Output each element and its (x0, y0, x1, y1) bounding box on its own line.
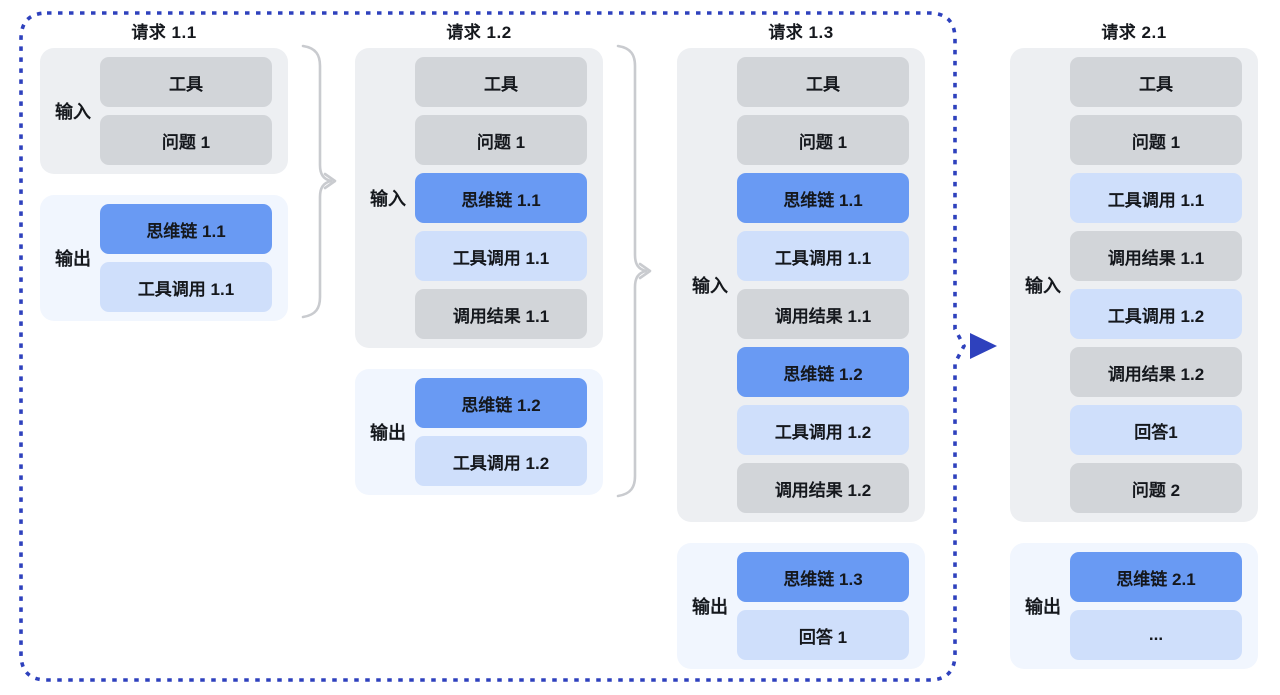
message-box: 思维链 1.3 (737, 552, 909, 602)
message-box: 回答 1 (737, 610, 909, 660)
message-box: 工具调用 1.2 (737, 405, 909, 455)
output-panel: 输出思维链 2.1... (1010, 543, 1258, 669)
message-box: 问题 1 (415, 115, 587, 165)
message-box: 问题 2 (1070, 463, 1242, 513)
message-box: 工具调用 1.1 (737, 231, 909, 281)
message-box: 工具调用 1.2 (1070, 289, 1242, 339)
next-request-arrow-icon (970, 333, 997, 359)
input-panel: 输入 工具问题 1 工具调用 1.1 调用结果 1.1 工具调用 1.2 调用结果 1.2… (1010, 48, 1258, 522)
message-box: 问题 1 (737, 115, 909, 165)
input-label: 输入 (55, 102, 91, 122)
message-box: 工具 (100, 57, 272, 107)
request-title: 请求 1.2 (446, 23, 512, 42)
input-panel: 输入工具问题 1 (40, 48, 288, 174)
message-box: 调用结果 1.1 (415, 289, 587, 339)
message-box: 问题 1 (1070, 115, 1242, 165)
input-label: 输入 (370, 189, 406, 209)
brace-arrow-1-icon (301, 44, 337, 319)
message-box: 工具调用 1.1 (100, 262, 272, 312)
message-box: 调用结果 1.1 (1070, 231, 1242, 281)
output-label: 输出 (370, 423, 406, 443)
message-box: 思维链 1.2 (415, 378, 587, 428)
message-box: 工具 (737, 57, 909, 107)
input-label: 输入 (692, 276, 728, 296)
message-box: 回答1 (1070, 405, 1242, 455)
message-box: 思维链 1.1 (100, 204, 272, 254)
request-title: 请求 2.1 (1101, 23, 1167, 42)
output-panel: 输出思维链 1.2 工具调用 1.2 (355, 369, 603, 495)
brace-arrow-2-icon (616, 44, 652, 498)
message-box: ... (1070, 610, 1242, 660)
message-box: 调用结果 1.1 (737, 289, 909, 339)
input-panel: 输入 工具问题 1 思维链 1.1 工具调用 1.1 调用结果 1.1 (355, 48, 603, 348)
message-box: 调用结果 1.2 (737, 463, 909, 513)
message-box: 工具 (1070, 57, 1242, 107)
message-box: 工具调用 1.1 (415, 231, 587, 281)
message-box: 思维链 1.1 (737, 173, 909, 223)
message-box: 工具调用 1.2 (415, 436, 587, 486)
input-label: 输入 (1025, 276, 1061, 296)
output-label: 输出 (692, 597, 728, 617)
message-box: 思维链 1.2 (737, 347, 909, 397)
output-label: 输出 (55, 249, 91, 269)
output-label: 输出 (1025, 597, 1061, 617)
message-box: 问题 1 (100, 115, 272, 165)
input-panel: 输入 工具问题 1 思维链 1.1 工具调用 1.1 调用结果 1.1 思维链 1.2 工具… (677, 48, 925, 522)
request-title: 请求 1.1 (131, 23, 197, 42)
message-box: 工具调用 1.1 (1070, 173, 1242, 223)
output-panel: 输出思维链 1.3 回答 1 (677, 543, 925, 669)
output-panel: 输出思维链 1.1 工具调用 1.1 (40, 195, 288, 321)
request-title: 请求 1.3 (768, 23, 834, 42)
message-box: 调用结果 1.2 (1070, 347, 1242, 397)
message-box: 工具 (415, 57, 587, 107)
message-box: 思维链 1.1 (415, 173, 587, 223)
message-box: 思维链 2.1 (1070, 552, 1242, 602)
